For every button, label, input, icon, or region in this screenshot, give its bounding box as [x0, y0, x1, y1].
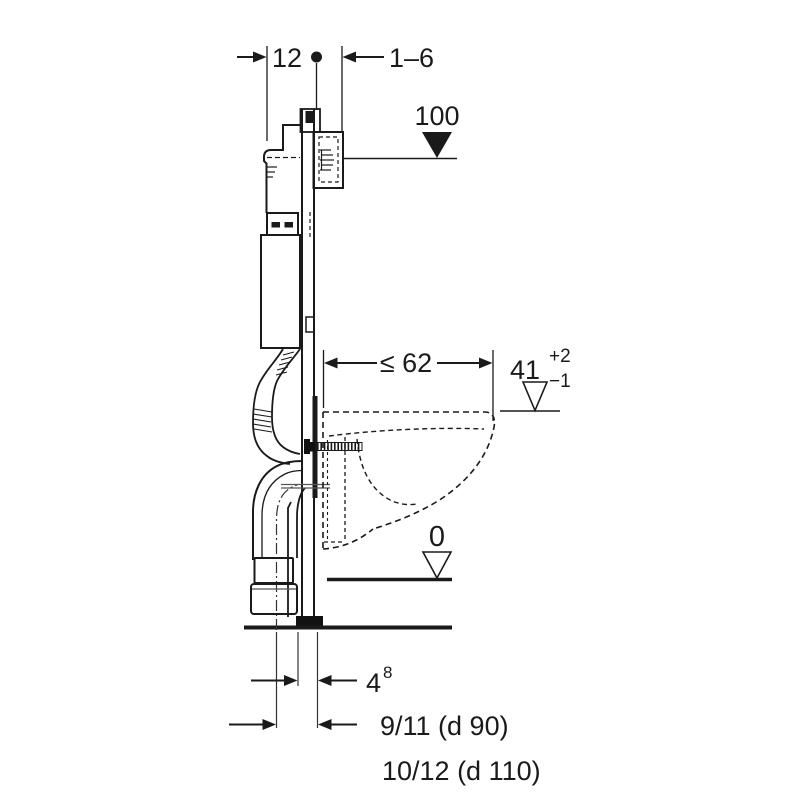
pipe-clamp: [305, 316, 315, 333]
access-box-inner-dashed: [318, 136, 339, 183]
dimension-drain-height: 9/11 (d 90): [229, 711, 509, 741]
flush-bend-pipe: [252, 348, 301, 465]
cistern-upper-outline: [263, 124, 302, 213]
filler-slot: [305, 111, 313, 123]
access-box-outline: [312, 131, 344, 189]
arrowhead-right-icon: [284, 675, 298, 686]
corrugation-upper: [275, 351, 295, 376]
dim-label-finish-range: 1–6: [389, 43, 434, 73]
dim-footnote: 8: [383, 663, 392, 682]
cistern: [260, 124, 311, 349]
cistern-tank: [260, 234, 301, 349]
arrowhead-left-icon: [324, 357, 338, 369]
bowl-inner-curve: [356, 438, 418, 506]
foot-tube: [287, 501, 292, 617]
fixing-hardware: [281, 439, 363, 489]
level-label-41: 41: [510, 355, 540, 385]
filler-connector: [299, 108, 321, 133]
tolerance-plus: +2: [549, 346, 571, 367]
arrowhead-right-icon: [253, 51, 267, 63]
dim-label-drain-d110: 10/12 (d 110): [382, 756, 541, 786]
measure-dot: [311, 51, 322, 63]
dimension-outlet-offset: 4 8: [251, 663, 392, 698]
level-marker-floor: 0: [327, 521, 453, 582]
bracket-slot: [271, 222, 280, 228]
arrowhead-right-icon: [479, 357, 493, 369]
drain-elbow: [250, 460, 306, 630]
level-triangle-open-icon: [521, 381, 549, 413]
level-marker-bowl-height: 41 +2 −1: [500, 346, 571, 413]
threaded-rod-outline: [315, 442, 363, 451]
bowl-rim-line: [328, 427, 485, 437]
corrugation-lower: [252, 408, 273, 433]
bowl-bottom-edge: [322, 528, 374, 550]
level-marker-actuator: 100: [343, 101, 460, 160]
tolerance-minus: −1: [549, 371, 571, 392]
dimension-bowl-depth: ≤ 62: [322, 348, 494, 421]
arrowhead-right-icon: [262, 719, 276, 730]
arrowhead-left-icon: [342, 51, 356, 63]
fixing-nut: [304, 439, 310, 454]
bowl-front-edge: [372, 423, 496, 530]
access-box: [312, 131, 344, 189]
elbow-mid: [261, 469, 303, 557]
drain-centerline: [275, 484, 298, 630]
level-label-100: 100: [414, 101, 459, 131]
bottom-dimensions: 4 8 9/11 (d 90) 10/12 (d 110): [229, 632, 541, 786]
arrowhead-left-icon: [318, 719, 332, 730]
dim-label-frame-depth: 12: [272, 43, 302, 73]
level-label-0: 0: [429, 521, 445, 553]
arrowhead-left-icon: [318, 675, 332, 686]
flush-pipe-outer: [252, 348, 291, 465]
fixing-nut: [310, 442, 315, 452]
dim-label-max-depth: ≤ 62: [380, 348, 432, 378]
dim-label-outlet: 4: [366, 668, 381, 698]
foot-plate: [296, 616, 323, 627]
flush-pipe-inner: [271, 348, 301, 455]
bracket-slot: [284, 222, 293, 228]
dimension-frame-depth: 12 1–6: [237, 43, 434, 141]
elbow-outer: [252, 460, 303, 560]
level-triangle-filled-icon: [422, 132, 452, 158]
bowl-top-edge: [323, 411, 496, 425]
elbow-inner: [296, 487, 306, 558]
toilet-bowl-outline: [322, 411, 496, 550]
drain-socket-lower: [250, 583, 298, 615]
dim-label-drain-d90: 9/11 (d 90): [380, 711, 509, 741]
level-triangle-open-icon: [421, 551, 453, 580]
